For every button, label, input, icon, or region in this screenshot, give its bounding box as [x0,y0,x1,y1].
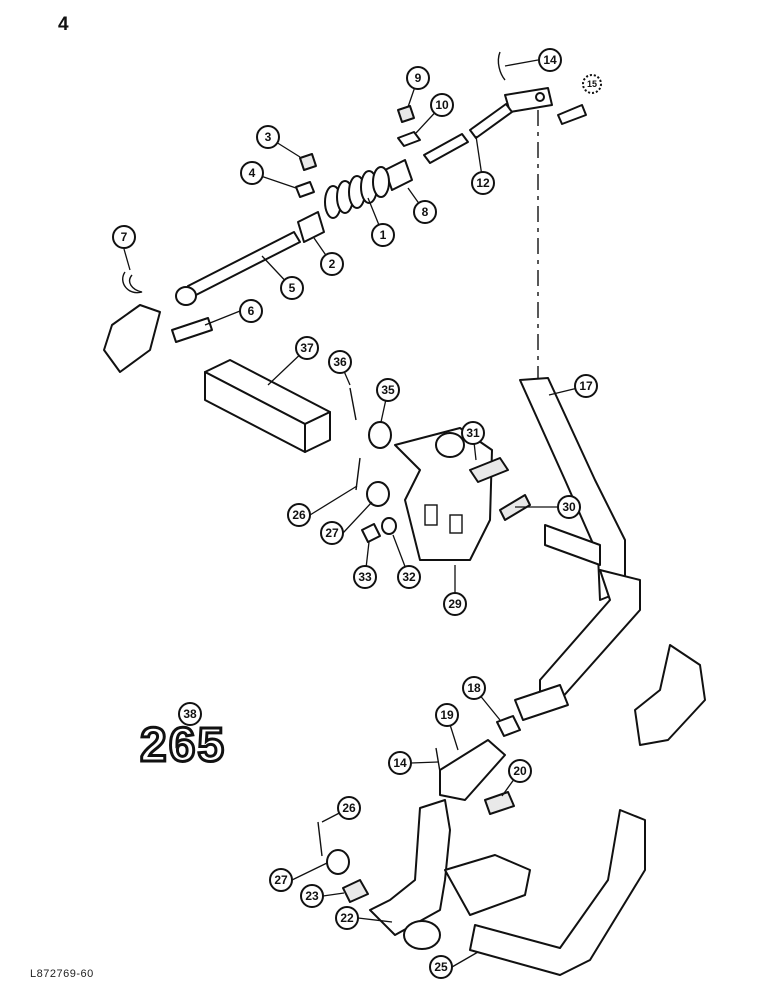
callout-23: 23 [301,885,323,907]
cotter-26-lower [318,822,322,856]
washer-27 [367,482,389,506]
callout-35: 35 [377,379,399,401]
callout-37: 37 [296,337,318,359]
callout-27: 27 [321,522,343,544]
spring [325,167,389,218]
svg-text:26: 26 [292,508,306,522]
callout-27-lower: 27 [270,869,292,891]
callout-4: 4 [241,162,263,184]
hair-pin [123,272,142,293]
pin-6 [172,318,212,342]
clevis-19 [440,740,505,800]
control-rod [176,232,300,305]
nut-4 [296,182,314,197]
callout-17: 17 [575,375,597,397]
washer-27-lower [327,850,349,874]
svg-text:5: 5 [289,281,296,295]
svg-text:30: 30 [562,500,576,514]
svg-text:14: 14 [393,756,407,770]
svg-text:27: 27 [325,526,339,540]
svg-text:3: 3 [265,130,272,144]
callout-19: 19 [436,704,458,726]
svg-text:7: 7 [121,230,128,244]
svg-text:4: 4 [249,166,256,180]
nut-33 [362,524,380,542]
lower-lever [370,800,530,949]
washer-32 [382,518,396,534]
cotter-14-lower [436,748,440,772]
callout-20: 20 [509,760,531,782]
callout-14: 14 [539,49,561,71]
figure-code: L872769-60 [30,968,94,980]
callout-32: 32 [398,566,420,588]
model-number: 265 [140,722,226,770]
callout-8: 8 [414,201,436,223]
svg-text:20: 20 [513,764,527,778]
svg-text:1: 1 [380,228,387,242]
callout-14-lower: 14 [389,752,411,774]
callout-26-lower: 26 [338,797,360,819]
callout-26: 26 [288,504,310,526]
callout-18: 18 [463,677,485,699]
svg-text:22: 22 [340,911,354,925]
svg-text:35: 35 [381,383,395,397]
svg-text:23: 23 [305,889,319,903]
callout-2: 2 [321,253,343,275]
pedal-bracket [395,428,492,560]
callout-3: 3 [257,126,279,148]
svg-text:6: 6 [248,304,255,318]
svg-text:14: 14 [543,53,557,67]
collar-2 [298,212,324,242]
svg-text:27: 27 [274,873,288,887]
bolt-23 [343,880,368,902]
callout-1: 1 [372,224,394,246]
svg-text:12: 12 [476,176,490,190]
svg-text:18: 18 [467,681,481,695]
cotter-36 [350,388,356,420]
svg-text:8: 8 [422,205,429,219]
svg-text:37: 37 [300,341,314,355]
callout-33: 33 [354,566,376,588]
svg-text:15: 15 [587,79,597,89]
callout-36: 36 [329,351,351,373]
callout-5: 5 [281,277,303,299]
callout-7: 7 [113,226,135,248]
svg-text:31: 31 [466,426,480,440]
callout-10: 10 [431,94,453,116]
svg-text:17: 17 [579,379,593,393]
svg-text:10: 10 [435,98,449,112]
svg-text:26: 26 [342,801,356,815]
svg-text:29: 29 [448,597,462,611]
callout-25: 25 [430,956,452,978]
callout-12: 12 [472,172,494,194]
svg-text:2: 2 [329,257,336,271]
callout-9: 9 [407,67,429,89]
svg-text:25: 25 [434,960,448,974]
callout-22: 22 [336,907,358,929]
callout-29: 29 [444,593,466,615]
cotter-26 [356,458,360,490]
svg-text:32: 32 [402,570,416,584]
callout-30: 30 [558,496,580,518]
cross-shaft [470,645,705,975]
svg-text:19: 19 [440,708,454,722]
bolt-9 [398,106,414,122]
bolt-20 [485,792,514,814]
bolt-3 [300,154,316,170]
bar [205,360,330,452]
pedal-arm [515,378,640,720]
nut-10 [398,132,420,146]
callout-6: 6 [240,300,262,322]
washer-35 [369,422,391,448]
bracket [104,305,160,372]
svg-text:33: 33 [358,570,372,584]
svg-text:36: 36 [333,355,347,369]
callout-31: 31 [462,422,484,444]
callout-15: 15 [583,75,601,93]
svg-text:9: 9 [415,71,422,85]
nut-18 [497,716,520,736]
